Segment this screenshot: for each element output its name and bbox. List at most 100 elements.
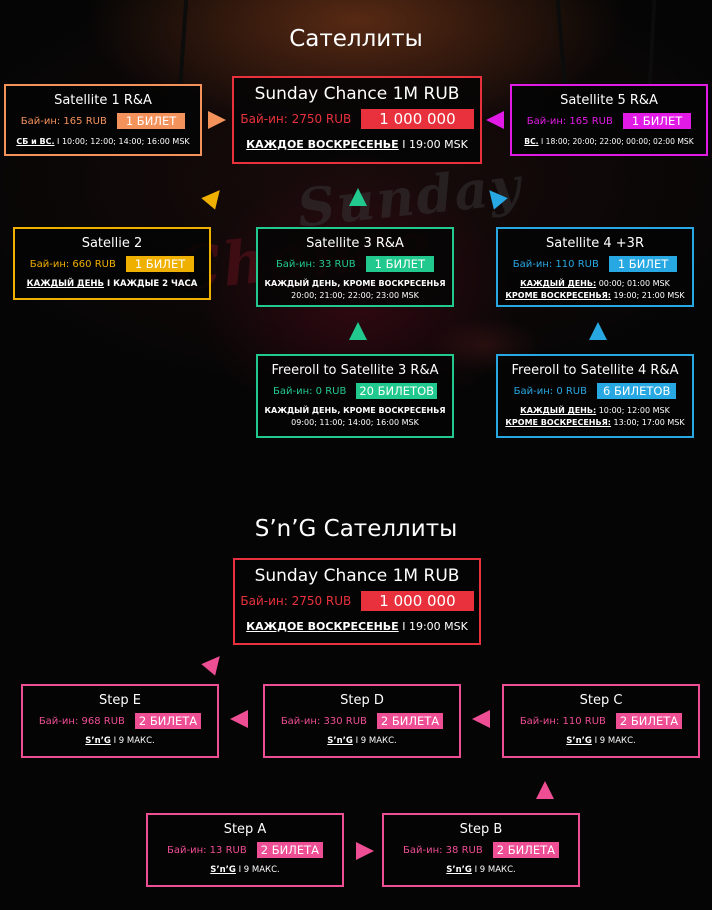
ticket-badge: 1 БИЛЕТ (365, 256, 435, 272)
max-players: I 9 МАКС. (352, 736, 397, 746)
schedule-days: КАЖДЫЙ ДЕНЬ, КРОМЕ ВОСКРЕСЕНЬЯ (264, 406, 446, 415)
schedule-time: I 19:00 MSK (398, 138, 468, 151)
schedule-time: 00:00; 01:00 MSK (596, 279, 670, 288)
game-type: S’n’G (327, 736, 353, 746)
schedule-time: I КАЖДЫЕ 2 ЧАСА (104, 279, 198, 289)
step-name: Step E (99, 693, 141, 708)
step-b-card[interactable]: Step B Бай-ин: 38 RUB 2 БИЛЕТА S’n’G I 9… (382, 813, 580, 887)
buyin-label: Бай-ин: 38 RUB (403, 844, 483, 856)
arrow-up-icon (536, 781, 554, 799)
satellite-4-card[interactable]: Satellite 4 +3R Бай-ин: 110 RUB 1 БИЛЕТ … (496, 227, 694, 307)
ticket-badge: 2 БИЛЕТА (256, 842, 323, 858)
freeroll-satellite-4-card[interactable]: Freeroll to Satellite 4 R&A Бай-ин: 0 RU… (496, 354, 694, 438)
step-e-card[interactable]: Step E Бай-ин: 968 RUB 2 БИЛЕТА S’n’G I … (21, 684, 219, 758)
buyin-label: Бай-ин: 165 RUB (20, 115, 107, 127)
schedule-day: КРОМЕ ВОСКРЕСЕНЬЯ: (505, 418, 611, 427)
freeroll-satellite-3-card[interactable]: Freeroll to Satellite 3 R&A Бай-ин: 0 RU… (256, 354, 454, 438)
ticket-badge: 6 БИЛЕТОВ (597, 383, 677, 399)
schedule-day: КАЖДЫЙ ДЕНЬ: (520, 406, 597, 415)
arrow-right-icon (356, 842, 374, 860)
prize-badge: 1 000 000 (361, 109, 474, 129)
game-type: S’n’G (446, 865, 472, 875)
ticket-badge: 2 БИЛЕТА (492, 842, 559, 858)
game-type: S’n’G (566, 736, 592, 746)
schedule-day: СБ и ВС. (16, 137, 55, 146)
schedule-day: КАЖДОЕ ВОСКРЕСЕНЬЕ (246, 138, 399, 151)
buyin-label: Бай-ин: 110 RUB (512, 258, 599, 270)
buyin-label: Бай-ин: 33 RUB (275, 258, 356, 270)
satellite-5-card[interactable]: Satellite 5 R&A Бай-ин: 165 RUB 1 БИЛЕТ … (510, 84, 708, 156)
max-players: I 9 МАКС. (110, 736, 155, 746)
schedule-time: 13:00; 17:00 MSK (610, 418, 685, 427)
prize-badge: 1 000 000 (361, 591, 474, 611)
buyin-label: Бай-ин: 2750 RUB (240, 112, 352, 126)
max-players: I 9 МАКС. (235, 865, 280, 875)
buyin-label: Бай-ин: 2750 RUB (240, 594, 352, 608)
satellite-2-card[interactable]: Satellie 2 Бай-ин: 660 RUB 1 БИЛЕТ КАЖДЫ… (13, 227, 211, 300)
buyin-label: Бай-ин: 13 RUB (167, 844, 247, 856)
ticket-badge: 2 БИЛЕТА (615, 713, 683, 729)
schedule-day: КАЖДЫЙ ДЕНЬ: (520, 279, 597, 288)
arrow-right-icon (208, 111, 226, 129)
section-title-satellites: Сателлиты (289, 26, 423, 52)
step-name: Step C (579, 693, 623, 708)
satellite-name: Satellite 1 R&A (54, 93, 152, 108)
schedule-time: I 19:00 MSK (398, 620, 468, 633)
step-d-card[interactable]: Step D Бай-ин: 330 RUB 2 БИЛЕТА S’n’G I … (263, 684, 461, 758)
ticket-badge: 1 БИЛЕТ (622, 113, 692, 129)
satellite-1-card[interactable]: Satellite 1 R&A Бай-ин: 165 RUB 1 БИЛЕТ … (4, 84, 202, 156)
step-name: Step D (340, 693, 384, 708)
satellite-name: Satellite 3 R&A (306, 236, 404, 251)
arrow-left-icon (230, 710, 248, 728)
satellite-name: Satellie 2 (81, 236, 143, 251)
buyin-label: Бай-ин: 110 RUB (519, 715, 606, 727)
tournament-name: Sunday Chance 1M RUB (254, 566, 460, 586)
buyin-label: Бай-ин: 0 RUB (272, 385, 347, 397)
schedule-time: I 10:00; 12:00; 14:00; 16:00 MSK (54, 137, 190, 146)
satellite-name: Satellite 4 +3R (546, 236, 644, 251)
step-a-card[interactable]: Step A Бай-ин: 13 RUB 2 БИЛЕТА S’n’G I 9… (146, 813, 344, 887)
step-name: Step A (223, 822, 267, 837)
buyin-label: Бай-ин: 660 RUB (29, 258, 116, 270)
arrow-left-icon (472, 710, 490, 728)
game-type: S’n’G (210, 865, 236, 875)
step-name: Step B (459, 822, 503, 837)
arrow-up-right-icon (201, 650, 227, 676)
schedule-times: 20:00; 21:00; 22:00; 23:00 MSK (291, 291, 419, 300)
schedule-day: ВС. (524, 137, 539, 146)
ticket-badge: 1 БИЛЕТ (116, 113, 186, 129)
schedule-days: КАЖДЫЙ ДЕНЬ, КРОМЕ ВОСКРЕСЕНЬЯ (264, 279, 446, 288)
game-type: S’n’G (85, 736, 111, 746)
satellite-name: Satellite 5 R&A (560, 93, 658, 108)
freeroll-name: Freeroll to Satellite 3 R&A (271, 363, 439, 378)
main-tournament-card[interactable]: Sunday Chance 1M RUB Бай-ин: 2750 RUB 1 … (232, 76, 482, 164)
schedule-time: 10:00; 12:00 MSK (596, 406, 670, 415)
section-title-sng-satellites: S’n’G Сателлиты (254, 516, 458, 542)
arrow-up-icon (349, 322, 367, 340)
buyin-label: Бай-ин: 165 RUB (526, 115, 613, 127)
ticket-badge: 20 БИЛЕТОВ (356, 383, 438, 399)
main-tournament-card[interactable]: Sunday Chance 1M RUB Бай-ин: 2750 RUB 1 … (233, 558, 481, 645)
ticket-badge: 1 БИЛЕТ (608, 256, 678, 272)
satellite-3-card[interactable]: Satellite 3 R&A Бай-ин: 33 RUB 1 БИЛЕТ К… (256, 227, 454, 307)
schedule-time: I 18:00; 20:00; 22:00; 00:00; 02:00 MSK (538, 137, 694, 146)
ticket-badge: 2 БИЛЕТА (134, 713, 202, 729)
schedule-times: 09:00; 11:00; 14:00; 16:00 MSK (291, 418, 419, 427)
freeroll-name: Freeroll to Satellite 4 R&A (511, 363, 679, 378)
arrow-up-icon (589, 322, 607, 340)
max-players: I 9 МАКС. (591, 736, 636, 746)
schedule-day: КРОМЕ ВОСКРЕСЕНЬЯ: (505, 291, 611, 300)
buyin-label: Бай-ин: 0 RUB (513, 385, 587, 397)
buyin-label: Бай-ин: 968 RUB (38, 715, 125, 727)
schedule-time: 19:00; 21:00 MSK (610, 291, 685, 300)
max-players: I 9 МАКС. (471, 865, 516, 875)
buyin-label: Бай-ин: 330 RUB (280, 715, 367, 727)
ticket-badge: 1 БИЛЕТ (125, 256, 195, 272)
arrow-up-icon (349, 188, 367, 206)
schedule-day: КАЖДЫЙ ДЕНЬ (26, 279, 105, 289)
tournament-name: Sunday Chance 1M RUB (254, 84, 460, 104)
schedule-day: КАЖДОЕ ВОСКРЕСЕНЬЕ (246, 620, 399, 633)
step-c-card[interactable]: Step C Бай-ин: 110 RUB 2 БИЛЕТА S’n’G I … (502, 684, 700, 758)
arrow-left-icon (486, 111, 504, 129)
ticket-badge: 2 БИЛЕТА (376, 713, 444, 729)
